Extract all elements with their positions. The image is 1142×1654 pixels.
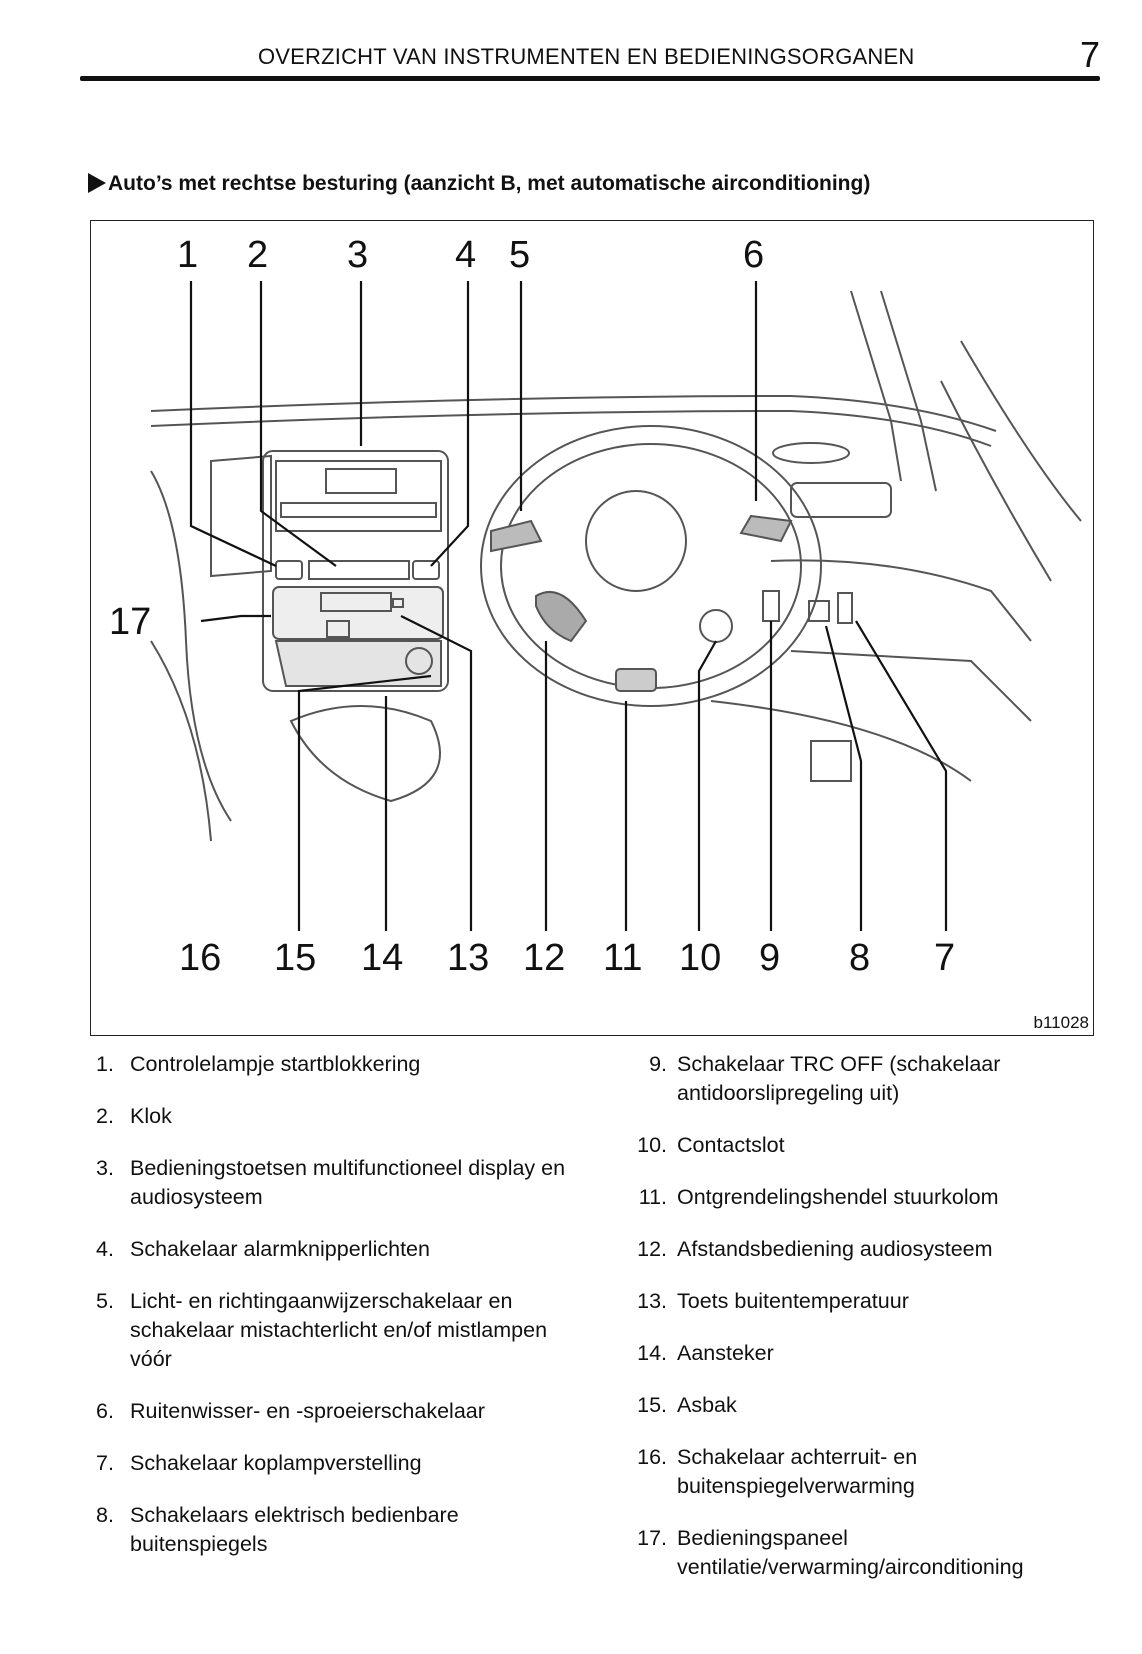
trc-off-switch [762,590,780,622]
cigarette-lighter [405,647,433,675]
legend-item: 9.Schakelaar TRC OFF (schakelaar antidoo… [649,1052,1001,1105]
legend-item: 15.Asbak [637,1393,737,1417]
hazard-button-left [275,560,303,580]
defogger-button [326,620,350,638]
legend-item: 11.Ontgrendelingshendel stuurkolom [638,1185,999,1209]
vent-ellipse [772,442,850,464]
center-stack-outline [262,450,449,692]
callout-leaders [189,281,948,931]
triangle-bullet-icon [88,173,106,193]
cd-slot [308,560,410,580]
header-rule [80,76,1100,81]
hazard-button-right [412,560,440,580]
audio-unit [275,460,442,532]
dash-top-line-inner [150,409,992,447]
section-subheading: Auto’s met rechtse besturing (aanzicht B… [88,172,870,196]
legend-item: 12.Afstandsbediening audiosysteem [637,1237,993,1261]
dashboard-figure: 1 2 3 4 5 6 17 16 15 14 13 12 11 10 9 8 … [90,220,1094,1036]
gear-shift-surround [289,705,441,803]
legend-item: 8.Schakelaars elektrisch bedienbare buit… [96,1503,459,1556]
callout-11: 11 [603,937,643,979]
callout-14: 14 [361,937,404,979]
climate-display [320,592,392,612]
headlight-level-switch [837,592,853,624]
legend-item: 16.Schakelaar achterruit- en buitenspieg… [637,1445,918,1498]
legend-item: 1.Controlelampje startblokkering [96,1052,421,1076]
outside-temp-button [392,598,404,608]
cassette-slot [280,502,437,518]
legend-item: 3.Bedieningstoetsen multifunctioneel dis… [96,1156,566,1209]
callout-10: 10 [679,937,722,979]
door-line [940,380,1052,582]
callout-15: 15 [274,937,317,979]
legend-item: 7.Schakelaar koplampverstelling [96,1451,422,1475]
legend-item: 14.Aansteker [637,1341,774,1365]
tilt-lever [615,668,657,692]
callout-5: 5 [509,234,531,276]
legend-item: 2.Klok [96,1104,172,1128]
right-vent [790,482,892,518]
light-switch-stalk [490,519,543,553]
right-dash-contour [770,559,1032,642]
ashtray-area [274,640,442,687]
callout-12: 12 [523,937,566,979]
glovebox-line [790,650,1032,722]
audio-remote-control [535,591,588,643]
steering-hub [585,490,687,592]
dash-top-line [150,394,997,432]
callout-17: 17 [109,601,152,643]
legend-item: 13.Toets buitentemperatuur [637,1289,909,1313]
left-vent [210,454,272,578]
left-seat-line [150,640,212,842]
dashboard-illustration [150,281,1082,931]
legend-item: 10.Contactslot [637,1133,785,1157]
callout-4: 4 [455,234,477,276]
callout-9: 9 [759,937,781,979]
a-pillar-line-2 [880,290,937,492]
page-header-title: OVERZICHT VAN INSTRUMENTEN EN BEDIENINGS… [258,44,915,69]
wiper-switch-stalk [739,514,793,543]
callout-3: 3 [347,234,369,276]
legend-item: 5.Licht- en richtingaanwijzerschakelaar … [96,1289,548,1371]
ignition-switch [699,609,733,643]
page-number: 7 [1079,34,1100,75]
mirror-switch [808,600,830,622]
left-dash-contour [150,470,232,822]
legend-item: 4.Schakelaar alarmknipperlichten [96,1237,430,1261]
a-pillar-line [850,290,902,482]
legend-left-column: 1.Controlelampje startblokkering 2.Klok … [96,1050,566,1582]
callout-7: 7 [934,937,956,979]
subheading-text: Auto’s met rechtse besturing (aanzicht B… [108,172,871,195]
legend-item: 17.Bedieningspaneel ventilatie/verwarmin… [637,1526,1024,1579]
lower-dash-line [710,700,972,782]
audio-display [325,468,397,494]
climate-panel [272,586,444,640]
callout-6: 6 [743,234,765,276]
steering-wheel-outer [480,425,822,707]
figure-code: b11028 [1033,1013,1089,1032]
legend-item: 6.Ruitenwisser- en -sproeierschakelaar [96,1399,485,1423]
door-line-2 [960,340,1082,522]
callout-2: 2 [247,234,269,276]
callout-1: 1 [177,234,199,276]
callout-13: 13 [447,937,490,979]
lower-switch-box [810,740,852,782]
callout-8: 8 [849,937,871,979]
legend-right-column: 9.Schakelaar TRC OFF (schakelaar antidoo… [622,1050,1092,1605]
callout-16: 16 [179,937,222,979]
